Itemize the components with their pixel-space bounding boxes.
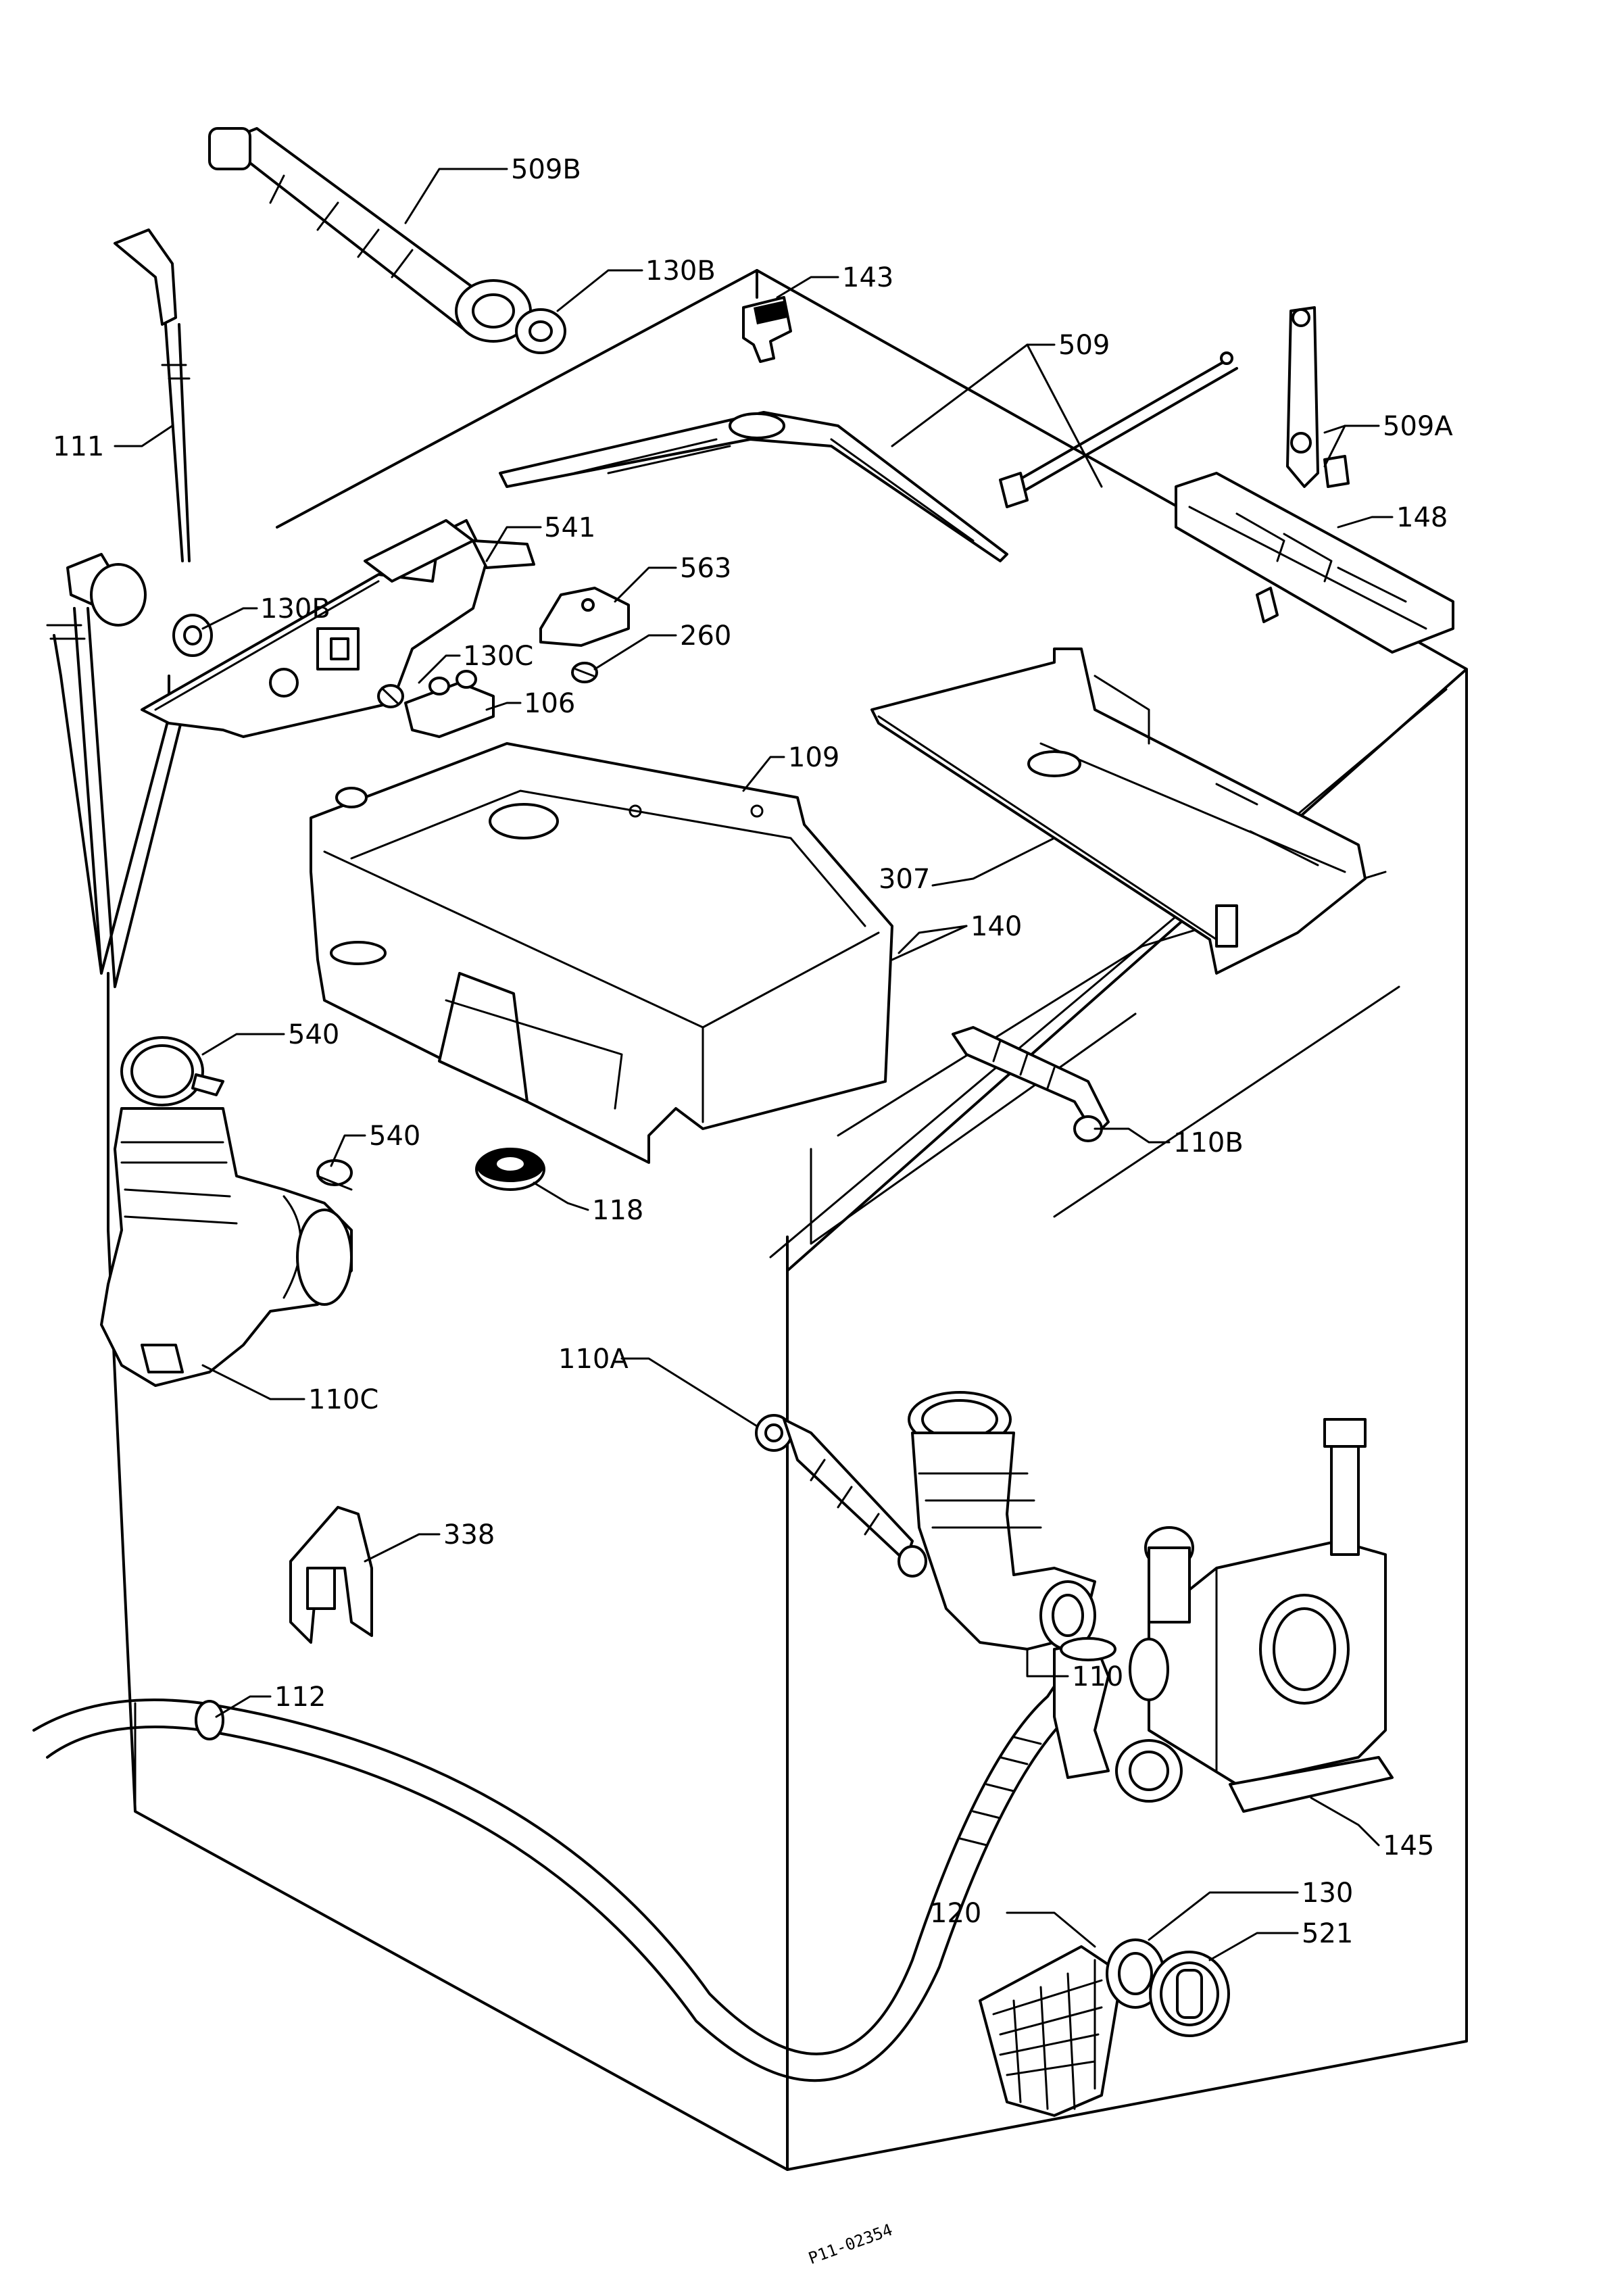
label-540-b: 540 [369, 1121, 420, 1152]
part-148-drawer [1175, 472, 1454, 654]
part-540-clamp-b [316, 1159, 353, 1191]
label-130B-top: 130B [645, 255, 716, 287]
part-labels: 509B 130B 143 509 509A 111 541 563 148 1… [53, 154, 1453, 2268]
part-521-cap [1149, 1951, 1230, 2037]
part-106-solenoid [404, 670, 495, 738]
label-521: 521 [1302, 1918, 1353, 1949]
part-112-drain-hose [32, 1637, 1116, 2082]
part-260-nut [571, 662, 598, 683]
part-120-filter [979, 1945, 1123, 2117]
label-130C: 130C [463, 641, 533, 672]
label-140: 140 [970, 911, 1022, 942]
label-110A: 110A [558, 1344, 629, 1375]
part-118-gear [475, 1148, 545, 1191]
part-509B-inlet-pipe [208, 127, 532, 343]
label-112: 112 [274, 1682, 326, 1713]
label-509B: 509B [511, 154, 581, 185]
part-109-dispenser-housing [310, 742, 893, 1164]
label-307: 307 [879, 864, 930, 895]
part-563-cover [539, 587, 630, 647]
part-130C-seal [377, 684, 404, 708]
part-110C-bellows [100, 1107, 353, 1387]
part-110-elbow [908, 1391, 1096, 1651]
label-509A: 509A [1383, 411, 1453, 442]
label-109: 109 [788, 742, 839, 773]
leader-lines [114, 168, 1394, 1961]
label-145: 145 [1383, 1830, 1434, 1861]
label-260: 260 [680, 620, 731, 652]
part-130B-seal [172, 614, 213, 657]
label-130: 130 [1302, 1878, 1353, 1909]
part-509A-arm [1286, 306, 1350, 488]
label-106: 106 [524, 688, 575, 719]
part-145-pump [1115, 1418, 1394, 1813]
label-143: 143 [842, 262, 893, 293]
part-140-front [891, 925, 968, 961]
part-130B-top-seal [515, 308, 566, 354]
part-540-clamp-ring [120, 1036, 224, 1106]
label-148: 148 [1396, 502, 1448, 533]
label-110C: 110C [308, 1384, 378, 1415]
part-541-valve-bracket [141, 519, 535, 738]
part-509-rod [999, 351, 1238, 508]
part-338-clip [289, 1506, 373, 1644]
label-110B: 110B [1173, 1127, 1244, 1158]
drawing-code: P11-02354 [806, 2220, 895, 2268]
label-509: 509 [1058, 330, 1110, 361]
part-509-lever [499, 411, 1008, 562]
label-541: 541 [544, 512, 595, 543]
label-338: 338 [443, 1519, 495, 1550]
label-118: 118 [592, 1195, 643, 1226]
part-307-drawer-housing [870, 648, 1367, 975]
label-111: 111 [53, 431, 104, 462]
label-563: 563 [680, 553, 731, 584]
part-143-knob [742, 296, 792, 363]
label-540-a: 540 [288, 1019, 339, 1050]
part-111-inlet-hose [46, 228, 191, 988]
part-110A-hose [755, 1414, 927, 1578]
label-110: 110 [1072, 1661, 1123, 1692]
label-130B: 130B [260, 593, 330, 625]
label-120: 120 [930, 1898, 981, 1929]
